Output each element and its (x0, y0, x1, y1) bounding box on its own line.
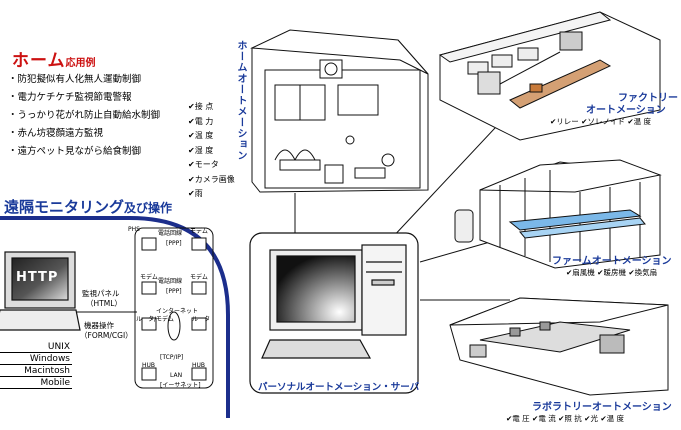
home-feature: ✔雨 (188, 189, 203, 198)
factory-title-line1: ファクトリー (618, 93, 678, 104)
usage-item: ・赤ん坊寝顔遠方監視 (8, 128, 104, 139)
farm-features: ✔扇風機 ✔暖房機 ✔換気扇 (566, 268, 658, 277)
device-control-sub: （FORM/CGI） (80, 331, 133, 340)
factory-title-line2: オートメーション (586, 105, 666, 116)
usage-item: ・電力ケチケチ監視節電警報 (8, 92, 132, 103)
farm-title: ファームオートメーション (552, 256, 672, 267)
usage-item: ・うっかり花がれ防止自動給水制御 (8, 110, 161, 121)
device-control-label: 機器操作 (84, 321, 114, 330)
ethernet-label: [イーサネット] (160, 382, 201, 389)
pc-server-title: パーソナルオートメーション・サーバ (258, 382, 420, 393)
internet-label: インターネット (156, 308, 199, 315)
lab-features: ✔電 圧 ✔電 流 ✔照 抗 ✔光 ✔温 度 (506, 414, 624, 423)
http-label: HTTP (16, 270, 59, 285)
lan-label: LAN (170, 372, 183, 379)
hub-label: HUB (192, 362, 206, 369)
hub-label: HUB (142, 362, 156, 369)
phs-label: PHS (128, 226, 140, 233)
router-modem-label: ルータ/モデム (136, 316, 174, 323)
tcpip-label: [TCP/IP] (160, 354, 184, 361)
usage-item: ・防犯擬似有人化無人運動制御 (8, 74, 142, 85)
usage-item: ・遠方ペット見ながら給食制御 (8, 146, 142, 157)
phone-line-label: 電話回線 (158, 230, 183, 237)
home-feature-list: ✔接 点 ✔電 力 ✔温 度 ✔湿 度 ✔モータ ✔カメラ画像 ✔雨 (188, 100, 235, 202)
house-illustration (250, 29, 429, 193)
home-feature: ✔温 度 (188, 131, 214, 140)
lab-title: ラボラトリーオートメーション (532, 402, 672, 413)
home-automation-title: ホームオートメーション (235, 40, 246, 161)
factory-illustration (438, 11, 661, 141)
os-item: Mobile (0, 378, 72, 389)
home-feature: ✔モータ (188, 160, 219, 169)
network-frame (134, 227, 214, 389)
connection-lines (76, 111, 526, 313)
home-feature: ✔電 力 (188, 116, 214, 126)
modem-label: モデム (190, 228, 208, 235)
monitor-panel-sub: （HTML） (86, 299, 122, 308)
os-item: UNIX (0, 342, 72, 353)
home-feature: ✔湿 度 (188, 145, 214, 155)
phone-line-label: 電話回線 (158, 278, 183, 285)
home-feature: ✔接 点 (188, 102, 214, 111)
ppp-label: [PPP] (166, 288, 182, 295)
ppp-label: [PPP] (166, 240, 182, 247)
farm-greenhouse-illustration (454, 159, 662, 269)
modem-label: モデム (140, 274, 158, 281)
os-item: Macintosh (0, 366, 72, 377)
modem-label: モデム (190, 274, 208, 281)
remote-monitoring-title: 遠隔モニタリング及び操作 (4, 198, 173, 216)
os-item: Windows (0, 354, 72, 365)
router-label: ルータ (192, 316, 211, 323)
home-usage-title: ホーム応用例 (12, 51, 96, 71)
server-pc-illustration (249, 232, 419, 394)
laboratory-illustration (449, 297, 669, 396)
factory-features: ✔リレー ✔ソレノイド ✔温 度 (550, 117, 652, 126)
home-feature: ✔カメラ画像 (188, 174, 235, 184)
client-laptop-illustration (0, 251, 81, 331)
network-boxes (141, 237, 207, 381)
monitor-panel-label: 監視パネル (82, 289, 120, 298)
